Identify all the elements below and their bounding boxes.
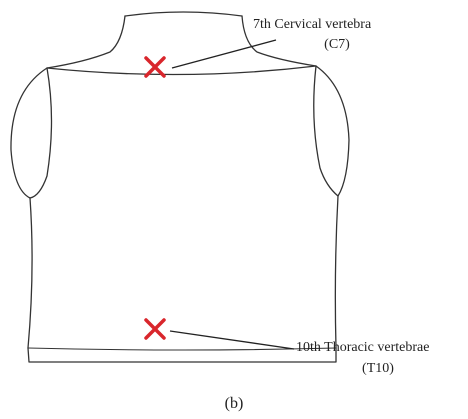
neck-left-outline <box>47 16 125 68</box>
c7-leader-line <box>172 40 276 68</box>
neck-top-outline <box>125 12 242 16</box>
t10-abbrev: (T10) <box>362 361 394 376</box>
c7-abbrev: (C7) <box>324 37 350 52</box>
collar-outline <box>47 66 316 75</box>
c7-label: 7th Cervical vertebra <box>253 17 372 32</box>
right-armhole-outline <box>314 66 349 196</box>
figure-caption: (b) <box>225 395 244 412</box>
right-side-outline <box>335 196 338 348</box>
t10-marker-icon <box>146 320 164 338</box>
t10-leader-line <box>170 331 294 349</box>
t10-label: 10th Thoracic vertebrae <box>296 340 429 355</box>
left-side-outline <box>28 198 32 348</box>
left-armhole-outline <box>11 68 52 198</box>
c7-marker-icon <box>146 58 164 76</box>
